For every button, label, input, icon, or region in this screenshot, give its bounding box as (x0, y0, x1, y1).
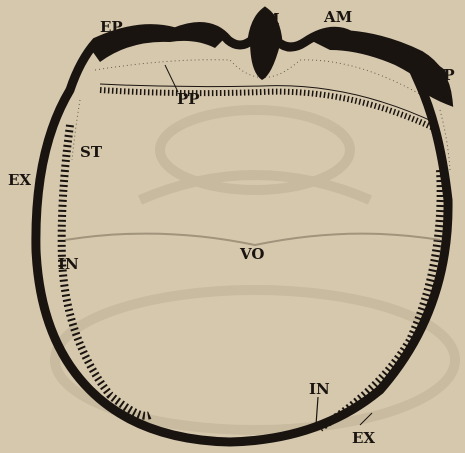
pp-leader (165, 65, 178, 92)
label-st: ST (80, 143, 103, 161)
label-am: AM (323, 8, 352, 26)
label-ep-right: EP (432, 66, 455, 84)
outer-wall (36, 12, 448, 442)
label-vo: VO (239, 245, 264, 263)
label-in-bottom: IN (309, 380, 330, 398)
bleed-through-shapes (55, 110, 455, 430)
label-ep-left: EP (100, 18, 123, 36)
label-ex-left: EX (8, 171, 31, 189)
label-in-left: IN (58, 255, 79, 273)
in-bottom-leader (316, 397, 318, 425)
label-pp: PP (177, 90, 200, 108)
label-m: M (263, 10, 280, 28)
yolk-surface-line (65, 234, 440, 245)
label-ex-bottom: EX (352, 429, 375, 447)
